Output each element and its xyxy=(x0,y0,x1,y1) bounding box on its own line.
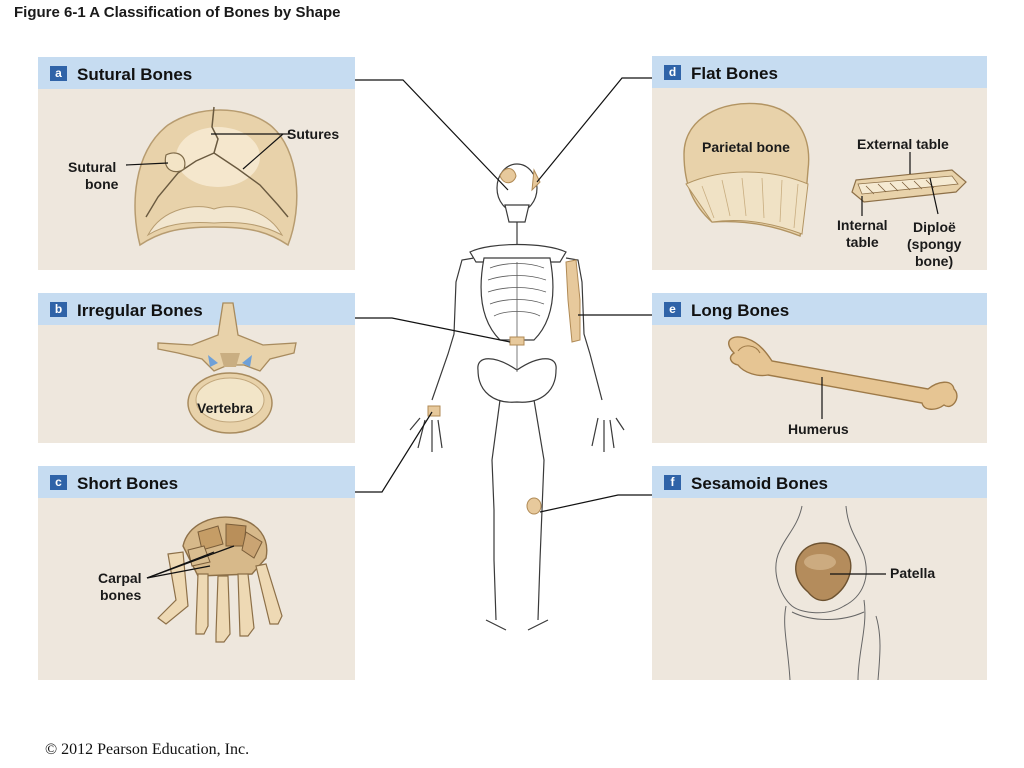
label-patella: Patella xyxy=(890,565,936,581)
figure-title: Figure 6-1 A Classification of Bones by … xyxy=(14,4,341,21)
panel-title: Flat Bones xyxy=(691,64,778,83)
panel-sutural-bones: a Sutural Bones Sutures Sutural bone xyxy=(38,57,355,270)
label-sutures: Sutures xyxy=(287,126,340,142)
copyright-notice: © 2012 Pearson Education, Inc. xyxy=(45,741,250,758)
vertebra-illustration xyxy=(157,302,297,434)
panel-flat-bones: d Flat Bones Parietal bone External tabl… xyxy=(652,56,987,270)
panel-letter-badge: e xyxy=(664,302,681,317)
label-internal-table-line1: Internal xyxy=(837,217,888,233)
panel-header: f Sesamoid Bones xyxy=(652,466,987,498)
panel-header: c Short Bones xyxy=(38,466,355,498)
label-humerus: Humerus xyxy=(788,421,849,437)
panel-header: d Flat Bones xyxy=(652,56,987,88)
panel-title: Short Bones xyxy=(77,474,179,493)
knee-patella-illustration xyxy=(775,505,886,681)
humerus-illustration xyxy=(728,336,958,419)
label-carpal-line2: bones xyxy=(100,587,142,603)
highlighted-bones xyxy=(427,168,581,515)
panel-long-bones: e Long Bones Humerus xyxy=(652,293,987,443)
skull-posterior-illustration xyxy=(125,106,298,247)
label-carpal-line1: Carpal xyxy=(98,570,142,586)
panel-letter-badge: b xyxy=(50,302,67,317)
label-sutural-bone-line1: Sutural xyxy=(68,159,117,175)
panel-header: a Sutural Bones xyxy=(38,57,355,89)
panel-title: Sutural Bones xyxy=(77,65,193,84)
label-diploe-line1: Diploë xyxy=(913,219,956,235)
hand-carpals-illustration xyxy=(146,516,283,643)
panel-irregular-bones: b Irregular Bones Vertebra xyxy=(38,293,355,443)
panel-letter-badge: c xyxy=(50,475,67,490)
panel-short-bones: c Short Bones Carpal bones xyxy=(38,466,355,680)
panel-title: Long Bones xyxy=(691,301,790,320)
panel-title: Sesamoid Bones xyxy=(691,474,828,493)
parietal-bone-illustration xyxy=(683,102,967,237)
panel-letter-badge: d xyxy=(664,65,681,80)
panel-header: b Irregular Bones xyxy=(38,293,355,325)
label-external-table: External table xyxy=(857,136,949,152)
label-parietal-bone: Parietal bone xyxy=(702,139,790,155)
panel-letter-badge: a xyxy=(50,66,67,81)
panel-letter-badge: f xyxy=(664,475,681,490)
label-sutural-bone-line2: bone xyxy=(85,176,119,192)
label-vertebra: Vertebra xyxy=(197,400,254,416)
label-diploe-line2: (spongy xyxy=(907,236,962,252)
panel-title: Irregular Bones xyxy=(77,301,203,320)
label-diploe-line3: bone) xyxy=(915,253,954,269)
panel-sesamoid-bones: f Sesamoid Bones Patella xyxy=(652,466,987,681)
panel-header: e Long Bones xyxy=(652,293,987,325)
label-internal-table-line2: table xyxy=(846,234,879,250)
